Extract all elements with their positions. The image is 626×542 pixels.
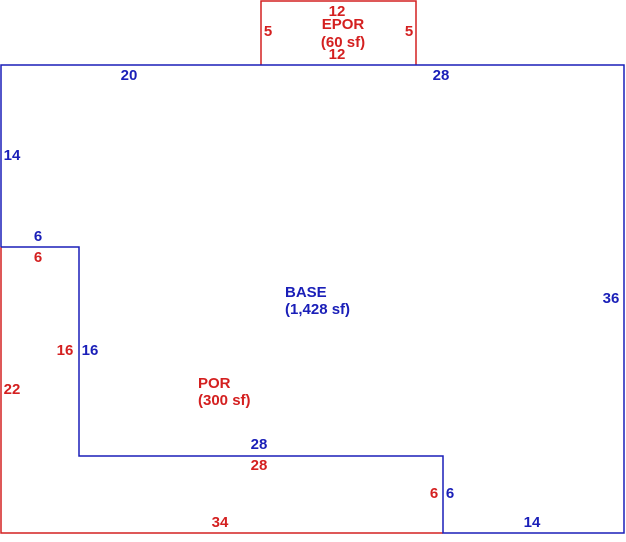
por-outline xyxy=(0,247,443,534)
base-right-dimension: 36 xyxy=(603,290,620,307)
por-area-label: (300 sf) xyxy=(198,392,251,409)
epor-right-dimension: 5 xyxy=(405,23,413,40)
por-right-dimension: 6 xyxy=(430,485,438,502)
base-bottom-right-dimension: 14 xyxy=(524,514,541,531)
epor-area-label: (60 sf) xyxy=(321,34,365,51)
por-left-dimension: 22 xyxy=(4,381,21,398)
por-inner-bottom-dimension: 28 xyxy=(251,457,268,474)
epor-top-dimension: 12 xyxy=(329,3,346,20)
base-name-label: BASE xyxy=(285,284,327,301)
base-top-right-dimension: 28 xyxy=(433,67,450,84)
por-inner-side-dimension: 16 xyxy=(57,342,74,359)
base-left-upper-dimension: 14 xyxy=(4,147,21,164)
base-step-bottom-dimension: 28 xyxy=(251,436,268,453)
base-notch-side-dimension: 6 xyxy=(446,485,454,502)
base-outline xyxy=(0,64,625,534)
por-name-label: POR xyxy=(198,375,231,392)
por-bottom-dimension: 34 xyxy=(212,514,229,531)
epor-left-dimension: 5 xyxy=(264,23,272,40)
epor-outline xyxy=(260,0,417,65)
base-area-label: (1,428 sf) xyxy=(285,301,350,318)
base-step-side-dimension: 16 xyxy=(82,342,99,359)
epor-name-label: EPOR xyxy=(322,16,365,33)
base-step-top-dimension: 6 xyxy=(34,228,42,245)
base-top-left-dimension: 20 xyxy=(121,67,138,84)
epor-bottom-dimension: 12 xyxy=(329,46,346,63)
por-top-dimension: 6 xyxy=(34,249,42,266)
